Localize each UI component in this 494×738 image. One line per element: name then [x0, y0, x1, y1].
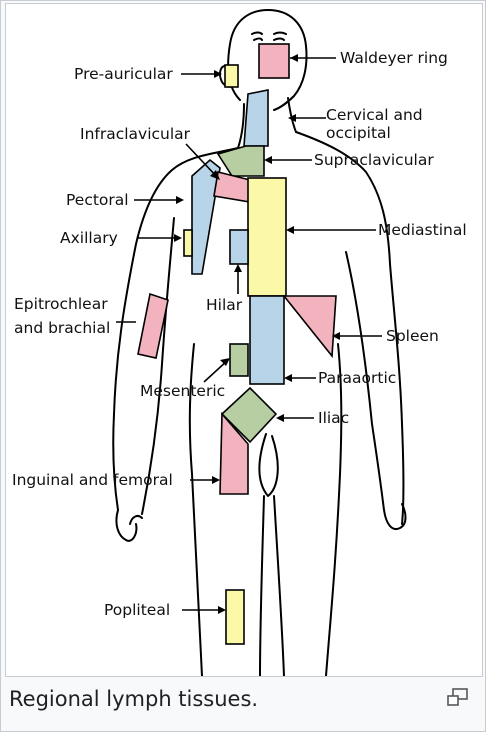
region-axillary: [183, 229, 193, 257]
label-cervical-2: occipital: [326, 124, 391, 142]
figure-caption: Regional lymph tissues.: [9, 687, 259, 711]
waist-right: [325, 343, 343, 676]
waist-left: [188, 343, 203, 676]
region-supraclavicular: [216, 145, 265, 177]
arm-left-inner: [141, 217, 175, 515]
inner-leg: [259, 495, 285, 676]
enlarge-icon[interactable]: [447, 688, 469, 706]
head-outline: [227, 9, 308, 111]
region-preauricular: [224, 64, 239, 88]
label-axillary: Axillary: [60, 229, 118, 247]
label-inguinal: Inguinal and femoral: [12, 471, 173, 489]
groin: [258, 433, 279, 497]
label-mesenteric: Mesenteric: [140, 382, 225, 400]
label-cervical-1: Cervical and: [326, 106, 423, 124]
torso-right: [295, 131, 405, 525]
label-hilar: Hilar: [206, 296, 243, 314]
figure-frame: Waldeyer ring Pre-auricular Cervical and…: [0, 0, 486, 732]
region-paraaortic: [249, 295, 285, 385]
label-paraaortic: Paraaortic: [318, 369, 396, 387]
region-hilar: [229, 229, 249, 265]
label-epitrochlear-1: Epitrochlear: [14, 295, 108, 313]
lymph-regions: [137, 43, 337, 645]
right-hand: [383, 503, 407, 530]
label-epitrochlear-2: and brachial: [14, 319, 110, 337]
label-supraclavicular: Supraclavicular: [314, 151, 434, 169]
left-hand: [115, 509, 143, 542]
body-outline: [112, 9, 407, 676]
labels: Waldeyer ring Pre-auricular Cervical and…: [12, 49, 467, 619]
region-mesenteric: [229, 343, 249, 377]
region-mediastinal: [247, 177, 287, 297]
label-waldeyer: Waldeyer ring: [340, 49, 448, 67]
region-popliteal: [225, 589, 245, 645]
arm-right-inner: [345, 251, 385, 511]
label-preauricular: Pre-auricular: [74, 65, 173, 83]
region-iliac: [220, 386, 278, 444]
label-iliac: Iliac: [318, 409, 349, 427]
region-spleen: [282, 295, 337, 359]
torso-left: [112, 147, 239, 511]
leader-lines: [116, 54, 382, 614]
label-spleen: Spleen: [386, 327, 439, 345]
label-popliteal: Popliteal: [104, 601, 170, 619]
region-cervical: [243, 89, 269, 147]
lymph-diagram-svg: Waldeyer ring Pre-auricular Cervical and…: [12, 9, 467, 676]
region-waldeyer: [258, 43, 290, 79]
region-epitrochlear: [137, 292, 169, 359]
neck-left: [237, 103, 245, 149]
label-pectoral: Pectoral: [66, 191, 129, 209]
region-pectoral: [191, 158, 221, 275]
label-mediastinal: Mediastinal: [378, 221, 467, 239]
label-infraclavicular: Infraclavicular: [80, 125, 191, 143]
region-inguinal: [219, 411, 249, 495]
lymph-diagram[interactable]: Waldeyer ring Pre-auricular Cervical and…: [5, 3, 483, 677]
